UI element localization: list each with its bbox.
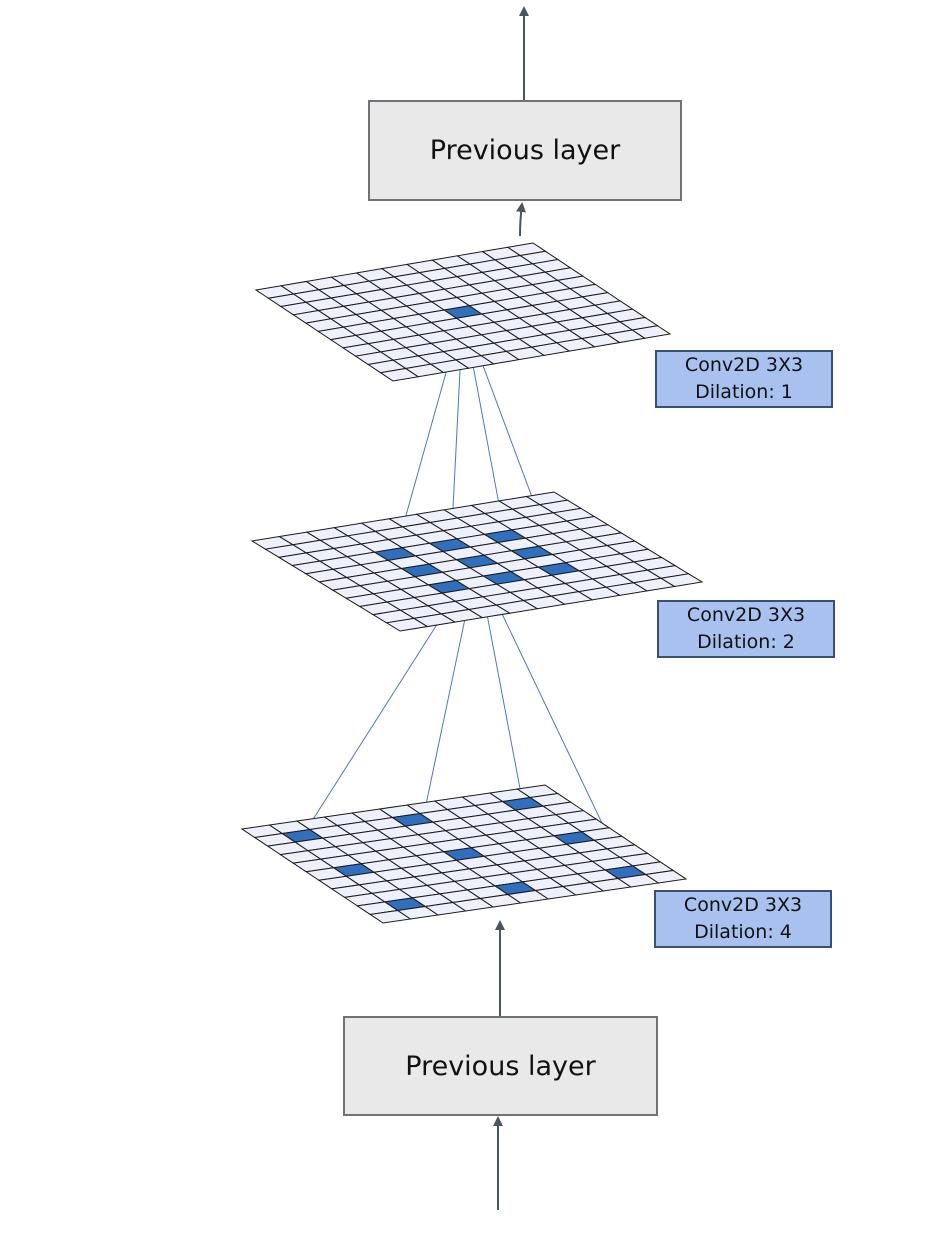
grid-to-layer-arrow	[516, 202, 526, 237]
feature-grid-dilation-2	[250, 491, 704, 632]
conv-name-label: Conv2D 3X3	[684, 354, 804, 376]
bottom-previous-layer-label: Previous layer	[405, 1050, 596, 1082]
dilation-label: Dilation: 2	[697, 631, 795, 653]
feature-grid-dilation-4	[240, 784, 688, 924]
top-previous-layer-label: Previous layer	[429, 135, 621, 166]
bottom-previous-layer-box: Previous layer	[343, 1016, 658, 1116]
grid-cell	[659, 573, 704, 587]
feature-map-grids	[240, 242, 704, 924]
top-previous-layer-box: Previous layer	[368, 100, 682, 201]
conv-name-label: Conv2D 3X3	[683, 894, 803, 916]
flow-arrows	[493, 6, 529, 1210]
feature-grid-dilation-1	[254, 242, 672, 382]
grid-cell	[644, 869, 688, 884]
conv-label-dilation-2: Conv2D 3X3 Dilation: 2	[657, 600, 835, 658]
conv-label-dilation-1: Conv2D 3X3 Dilation: 1	[655, 350, 833, 408]
grid-cell	[631, 325, 672, 339]
conv-name-label: Conv2D 3X3	[686, 604, 806, 626]
dilation-label: Dilation: 1	[695, 381, 793, 403]
dilation-label: Dilation: 4	[694, 921, 792, 943]
conv-label-dilation-4: Conv2D 3X3 Dilation: 4	[654, 890, 832, 948]
